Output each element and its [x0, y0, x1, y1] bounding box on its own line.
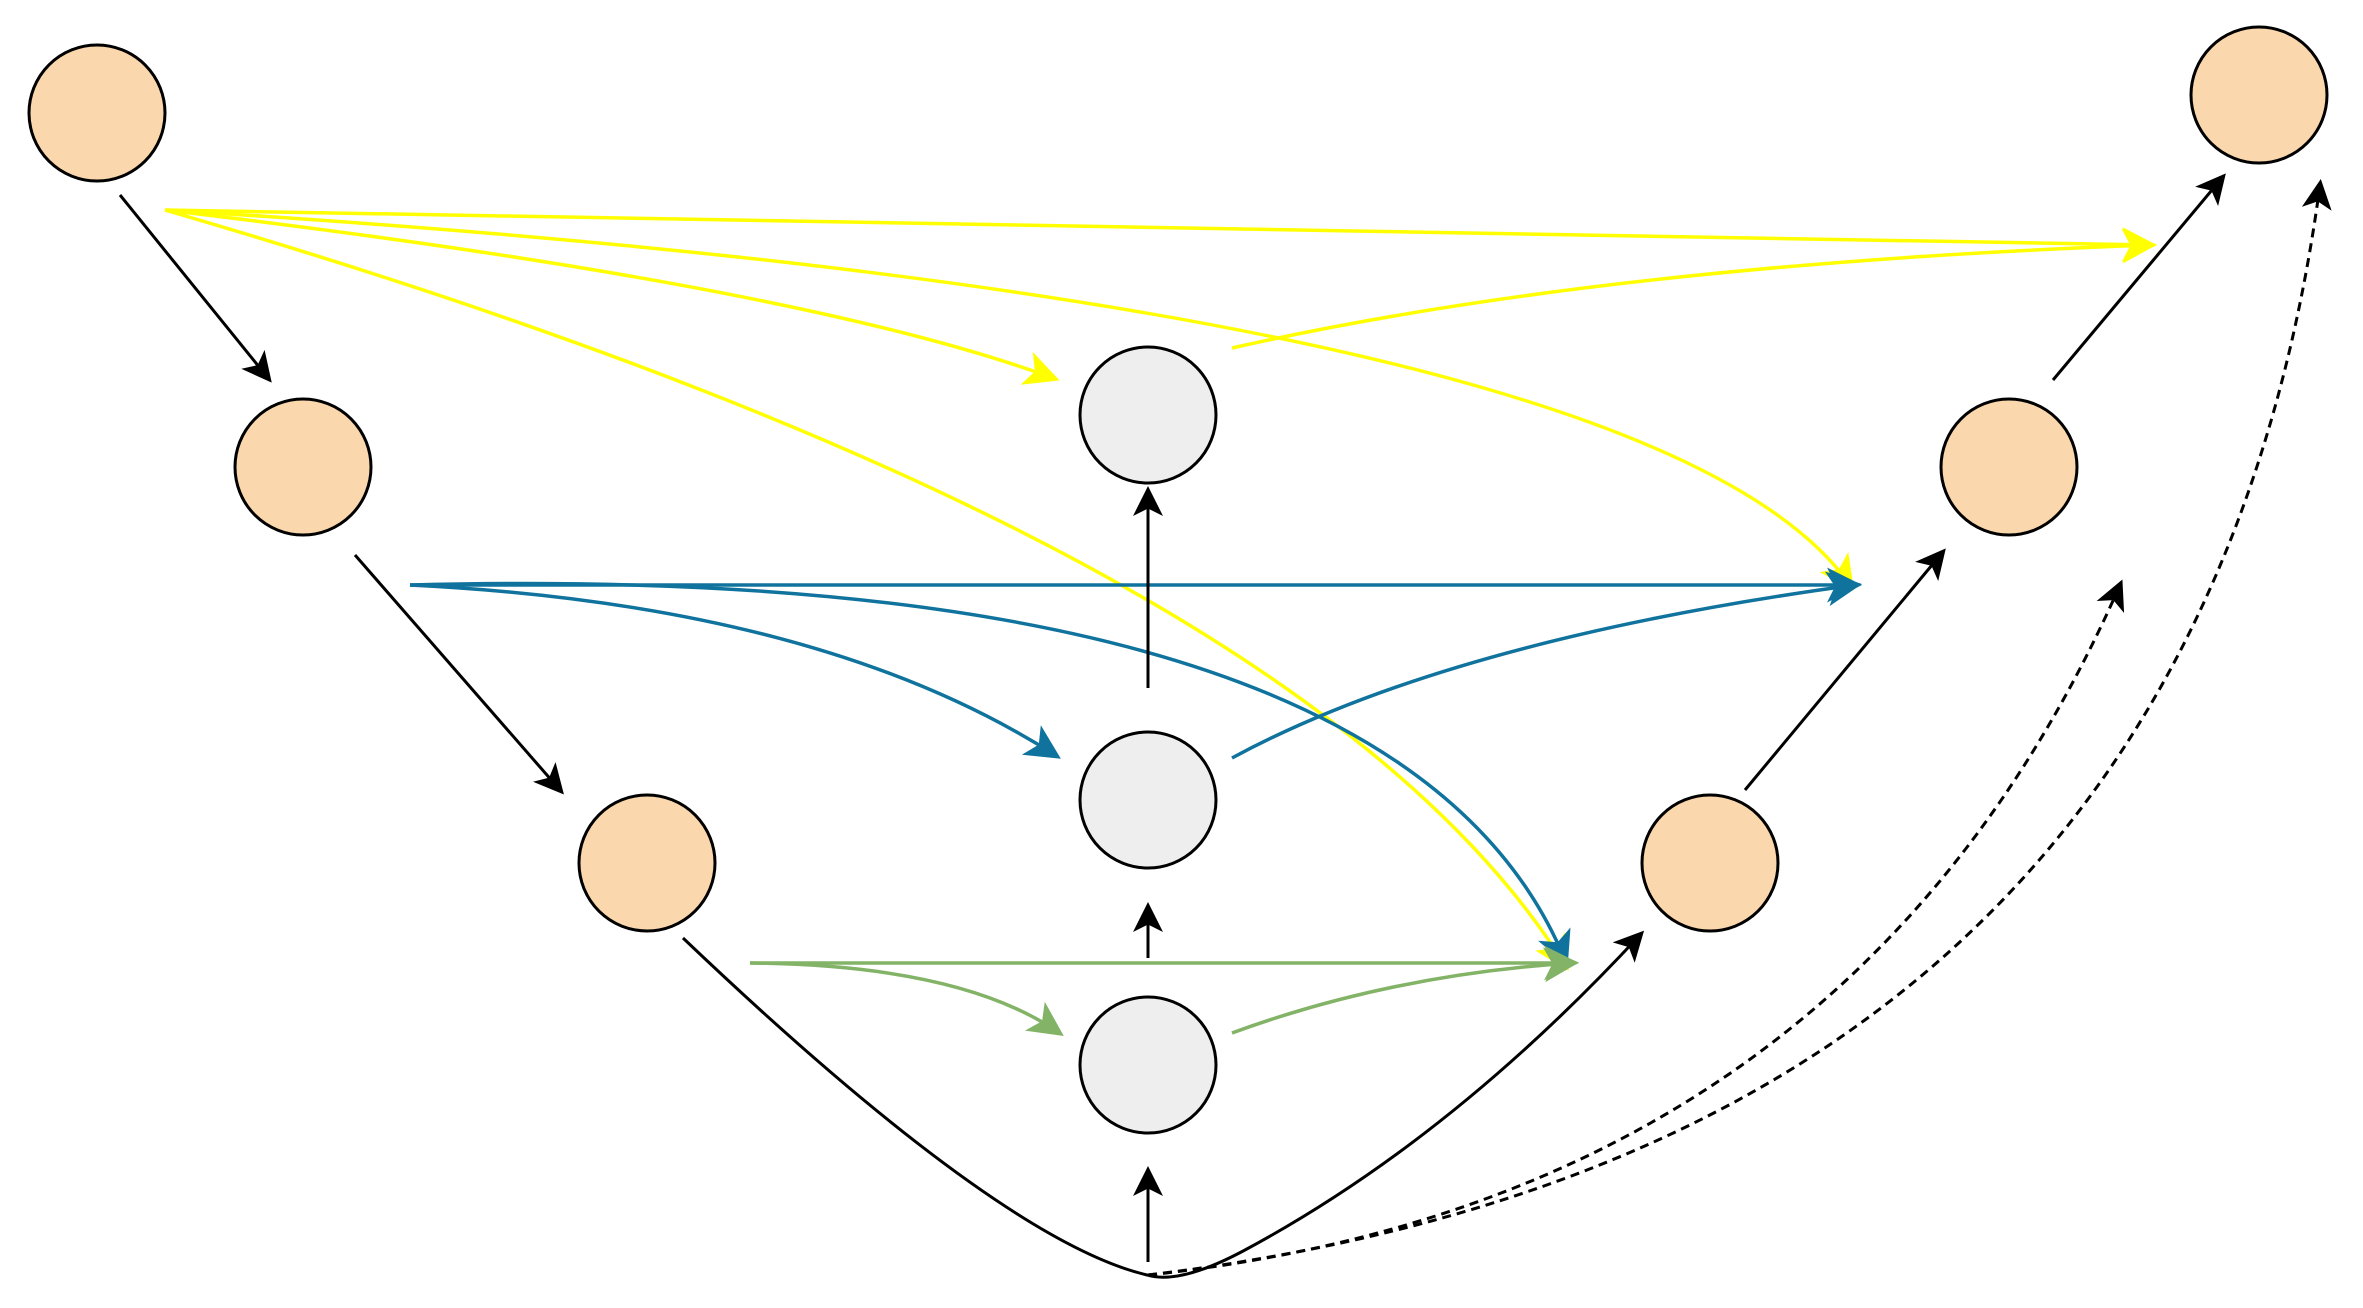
- edge-bottom-dec2-dashed: [1147, 579, 2125, 1277]
- encoder-node-3: [577, 793, 717, 933]
- edge-enc1-dec3: [164, 208, 1569, 971]
- edge-enc2-bridge-mid: [409, 583, 1061, 759]
- edge-bridge-top-dec1: [1231, 228, 2157, 350]
- encoder-node-1: [27, 43, 167, 183]
- bridge-node-mid: [1078, 730, 1218, 870]
- edge-enc2-enc3: [353, 554, 564, 795]
- edge-enc1-bridge-top: [164, 208, 1060, 385]
- dashed-connections: [1147, 179, 2332, 1277]
- edge-enc1-enc2: [118, 194, 272, 383]
- level-2-connections: [409, 567, 1862, 967]
- main-path: [118, 173, 2226, 1279]
- edge-enc3-bottom-dec3: [681, 930, 1645, 1279]
- decoder-node-3: [1640, 793, 1780, 933]
- edge-enc3-bridge-low: [749, 961, 1064, 1036]
- edge-enc1-dec1: [164, 208, 2157, 263]
- decoder-node-2: [1939, 397, 2079, 537]
- edge-bottom-dec1-dashed: [1147, 179, 2332, 1277]
- level-3-connections: [749, 945, 1579, 1036]
- bridge-node-top: [1078, 345, 1218, 485]
- level-1-connections: [164, 208, 2157, 971]
- edge-bridge-mid-dec2: [1231, 571, 1862, 760]
- decoder-node-1: [2189, 25, 2329, 165]
- edge-enc2-dec3: [409, 581, 1571, 967]
- edge-enc1-dec2: [164, 208, 1855, 591]
- edge-dec3-dec2: [1743, 548, 1946, 791]
- edge-bridge-low-dec3: [1231, 947, 1579, 1035]
- bridge-node-low: [1078, 995, 1218, 1135]
- encoder-node-2: [233, 397, 373, 537]
- nodes: [27, 25, 2329, 1135]
- edge-dec2-dec1: [2051, 173, 2226, 381]
